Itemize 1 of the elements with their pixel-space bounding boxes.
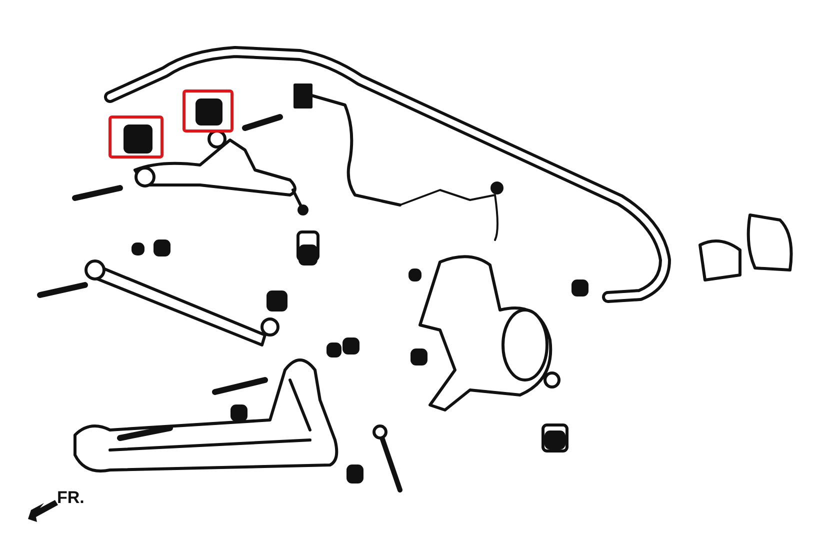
direction-label: FR. [57,488,84,508]
